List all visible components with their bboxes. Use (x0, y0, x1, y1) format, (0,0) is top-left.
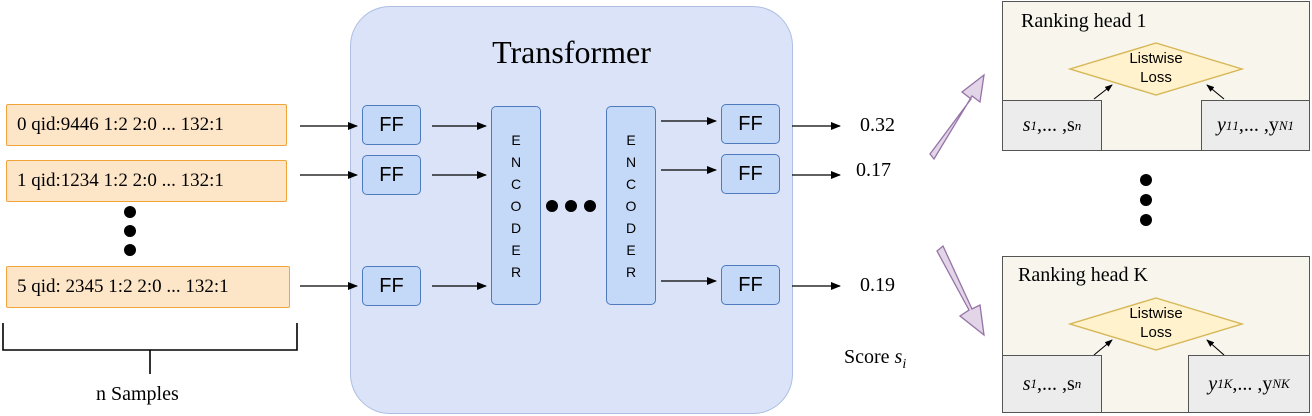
head-ellipsis-dot (1140, 174, 1152, 186)
encoder-letter: D (625, 219, 637, 236)
listwise-loss-diamond (1067, 42, 1245, 96)
encoder-ellipsis-dot (565, 200, 577, 212)
listwise-loss-label: Listwise Loss (1129, 305, 1183, 341)
sample-box-1: 1 qid:1234 1:2 2:0 ... 132:1 (6, 160, 287, 202)
ranking-head-1-loss-graphics (1067, 42, 1245, 100)
encoder-letter: O (625, 197, 637, 214)
ff-input-0: FF (362, 105, 421, 145)
score-label: Score si (844, 346, 907, 372)
sample-box-0: 0 qid:9446 1:2 2:0 ... 132:1 (6, 104, 287, 146)
ranking-head-title: Ranking head K (1018, 264, 1148, 286)
head-ellipsis-dot (1140, 214, 1152, 226)
sample-ellipsis-dot (124, 206, 136, 218)
encoder-ellipsis-dot (584, 200, 596, 212)
arrow-s-to-loss (1093, 339, 1113, 356)
score-value-2: 0.19 (860, 274, 895, 296)
score-value-1: 0.17 (856, 159, 891, 181)
encoder-letter: E (511, 241, 521, 258)
sample-ellipsis-dot (124, 244, 136, 256)
encoder-letter: D (510, 219, 522, 236)
n-samples-label: n Samples (96, 383, 179, 405)
encoder-letter: O (510, 197, 522, 214)
ranking-head-k-loss-graphics (1067, 297, 1245, 356)
arrow-y-to-loss (1206, 339, 1225, 356)
transformer-title: Transformer (492, 34, 651, 70)
encoder-block-last: E N C O D E R (606, 106, 656, 305)
encoder-letter: C (510, 175, 522, 192)
encoder-letter: C (625, 175, 637, 192)
encoder-block-first: E N C O D E R (491, 106, 541, 305)
encoder-letter: R (510, 263, 522, 280)
encoder-letter: N (625, 153, 637, 170)
encoder-ellipsis-dot (546, 200, 558, 212)
ff-input-2: FF (362, 266, 421, 306)
ff-input-1: FF (362, 155, 421, 195)
ff-output-2: FF (721, 265, 780, 305)
ff-output-1: FF (721, 154, 780, 194)
listwise-loss-diamond (1067, 297, 1245, 351)
encoder-letter: N (510, 153, 522, 170)
big-arrow-up (929, 73, 985, 161)
arrow-y-to-loss (1206, 84, 1225, 100)
ff-output-0: FF (721, 104, 780, 144)
encoder-letter: E (626, 241, 636, 258)
encoder-letter: R (625, 263, 637, 280)
ranking-head-title: Ranking head 1 (1021, 10, 1147, 32)
sample-box-2: 5 qid: 2345 1:2 2:0 ... 132:1 (6, 266, 290, 308)
arrow-s-to-loss (1093, 84, 1113, 100)
big-arrow-down (936, 244, 985, 337)
encoder-letter: E (626, 131, 636, 148)
n-samples-brace (2, 323, 298, 374)
head-ellipsis-dot (1140, 194, 1152, 206)
sample-ellipsis-dot (124, 225, 136, 237)
listwise-loss-label: Listwise Loss (1129, 50, 1183, 86)
encoder-letter: E (511, 131, 521, 148)
score-value-0: 0.32 (860, 114, 895, 136)
